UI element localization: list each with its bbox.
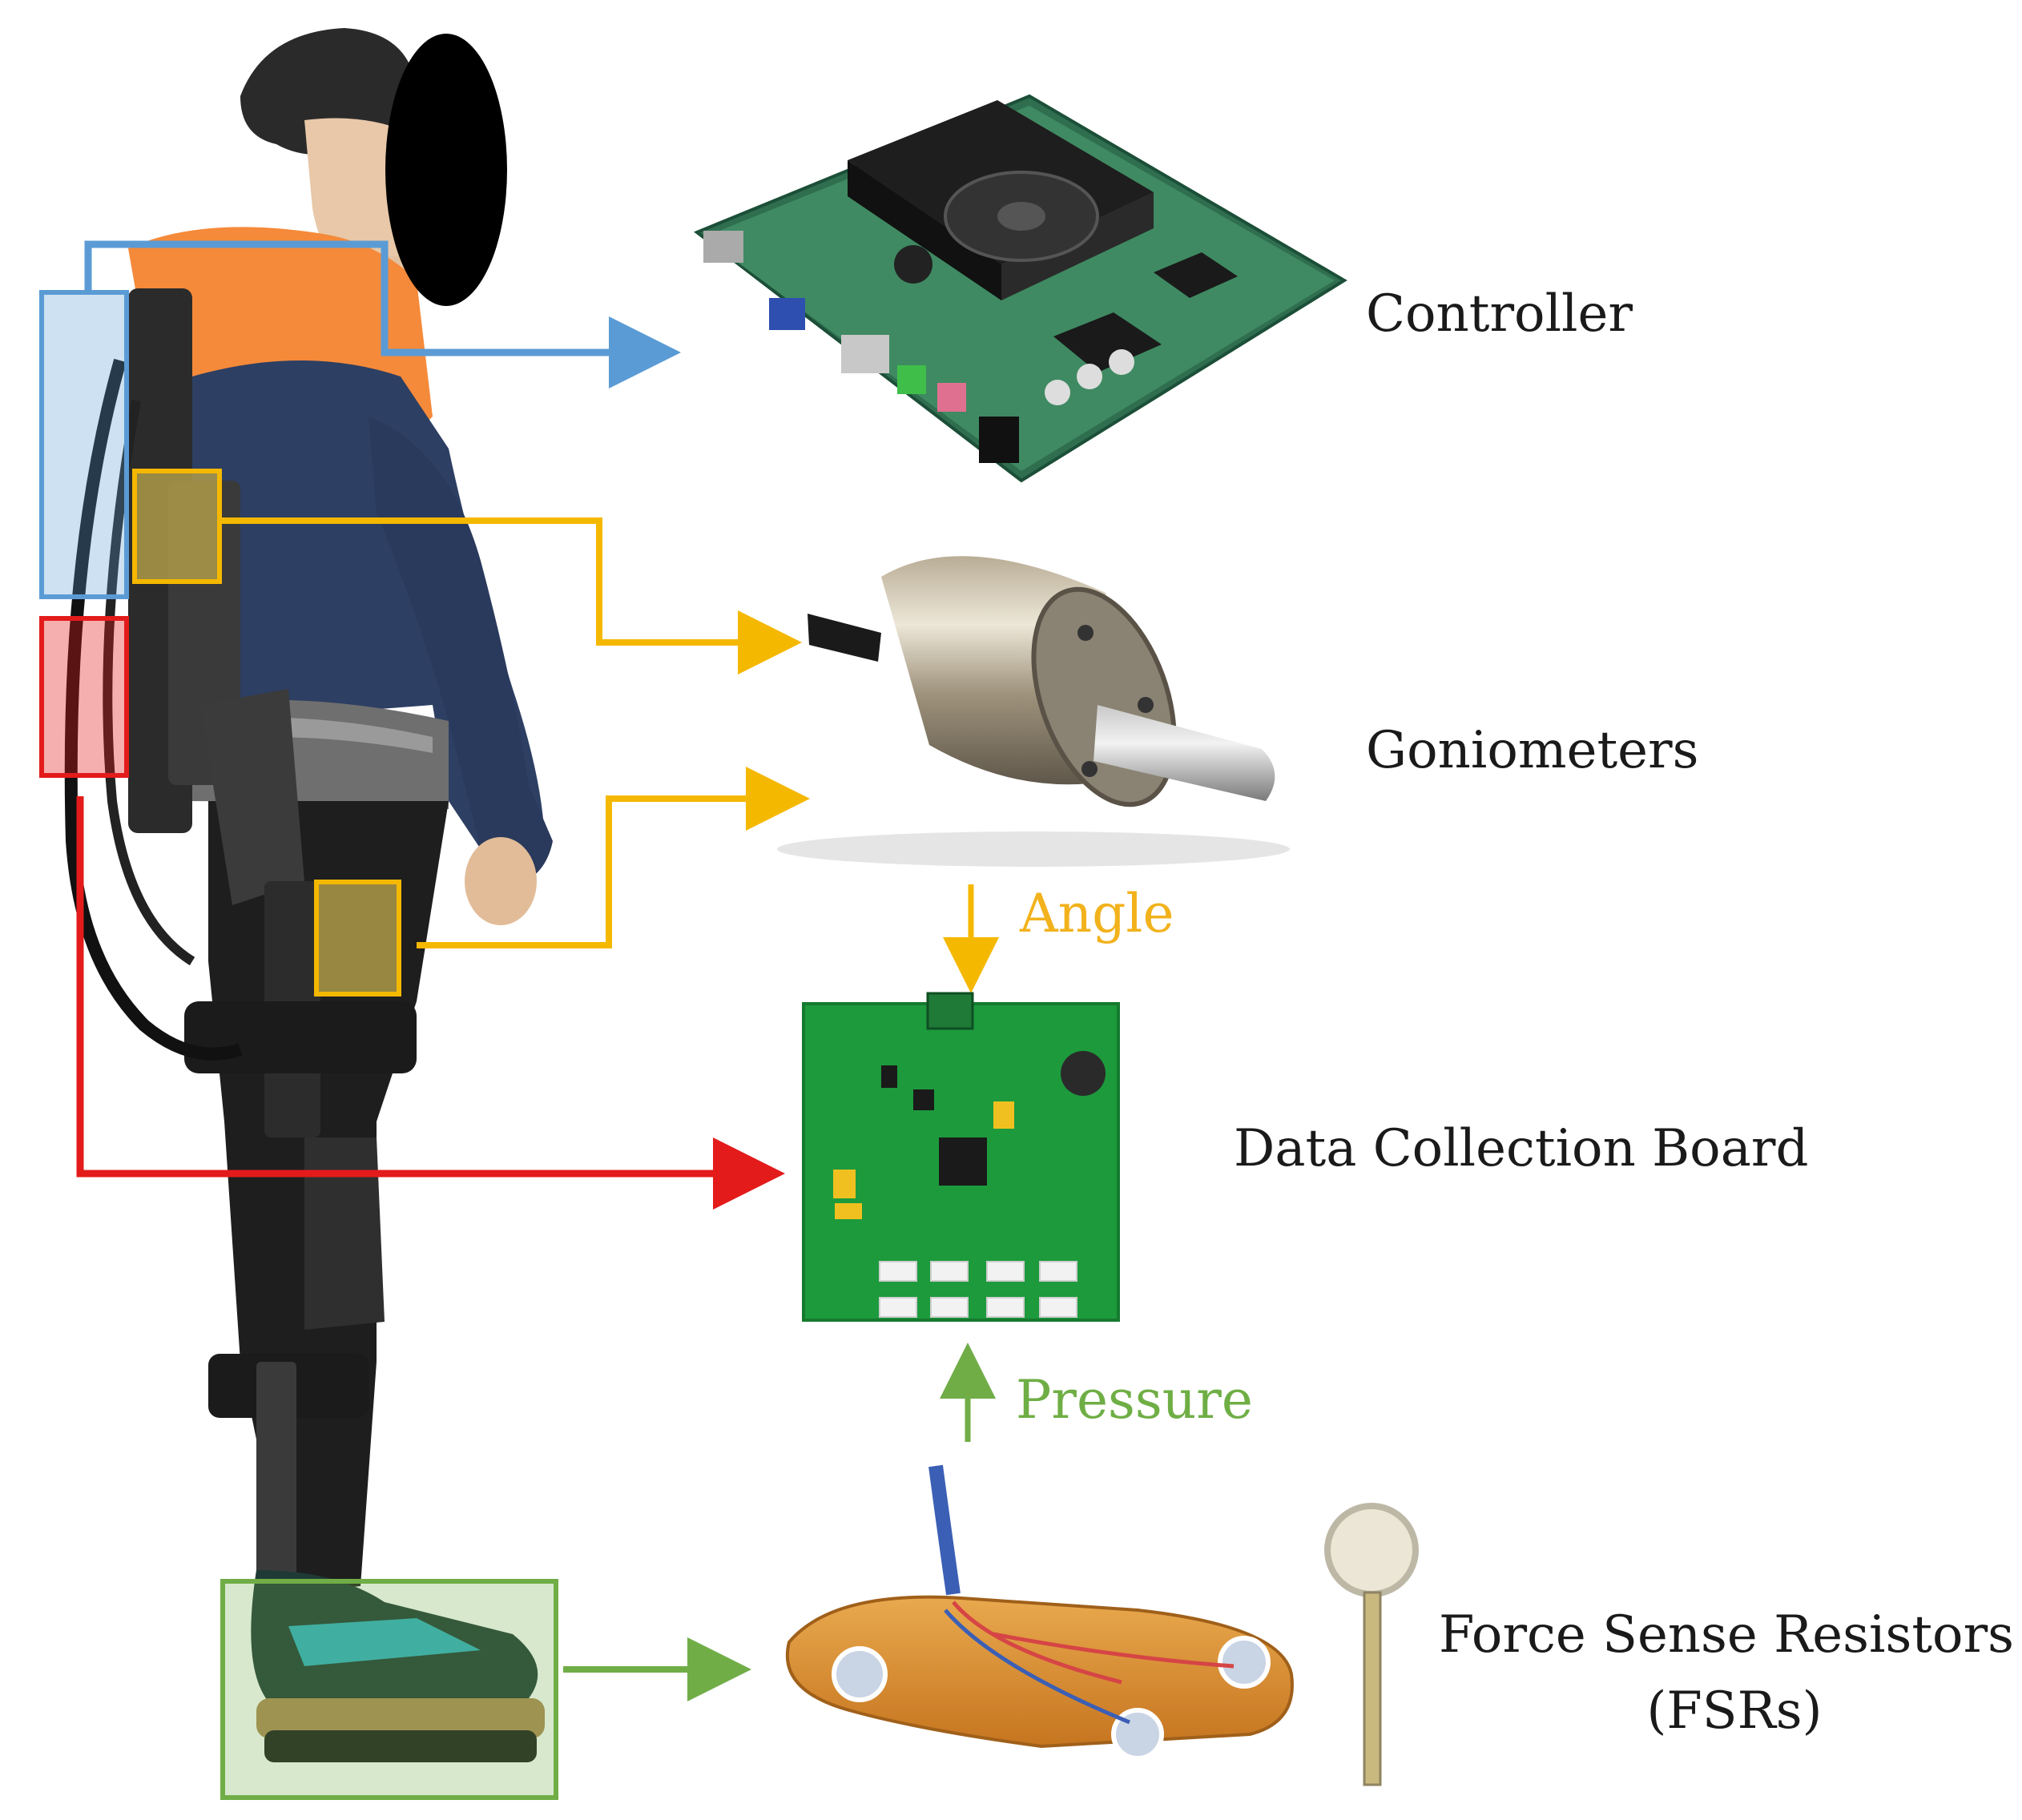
mcu-chip [939, 1138, 987, 1186]
hand [465, 837, 537, 925]
arm [369, 417, 553, 889]
shank-bar [256, 1362, 296, 1602]
knee-goniometer-arrow [417, 767, 810, 948]
data-board-location-box [39, 616, 129, 778]
hip-goniometer-arrow [220, 517, 802, 674]
cables [64, 358, 243, 1061]
person-with-exoskeleton [64, 28, 553, 1762]
hip-actuator [200, 689, 304, 905]
pressure-label: Pressure [1016, 1369, 1253, 1431]
fsr-insole-box [220, 1579, 558, 1800]
insole [785, 1595, 1294, 1749]
knee-actuator [304, 1138, 385, 1330]
data-board-arrow [76, 796, 785, 1210]
angle-label: Angle [1019, 883, 1174, 944]
sole [256, 1698, 545, 1738]
fsr-tail [1363, 1591, 1382, 1786]
data-collection-board [802, 992, 1120, 1322]
goniometers-label: Goniometers [1366, 721, 1698, 780]
controller-arrow [84, 240, 681, 389]
hip-goniometer-box [132, 469, 222, 584]
fsr-label-line1: Force Sense Resistors [1439, 1605, 2014, 1665]
data-collection-board-label: Data Collection Board [1234, 1119, 1808, 1178]
fsr-insole [785, 1464, 1294, 1761]
goniometer-sensor [777, 556, 1290, 867]
goniometer-shaft [1094, 705, 1275, 801]
fsr-label-line2: (FSRs) [1646, 1681, 1822, 1741]
controller-board [694, 94, 1347, 483]
fsr-pad-toe [1218, 1636, 1271, 1689]
connector-row [879, 1261, 1077, 1318]
fsr-sensor [1324, 1503, 1419, 1786]
controller-label: Controller [1366, 284, 1633, 344]
face-occlusion [385, 34, 507, 306]
knee-goniometer-box [314, 880, 401, 997]
fsr-pad-heel [832, 1646, 888, 1702]
controller-location-box [39, 290, 129, 599]
